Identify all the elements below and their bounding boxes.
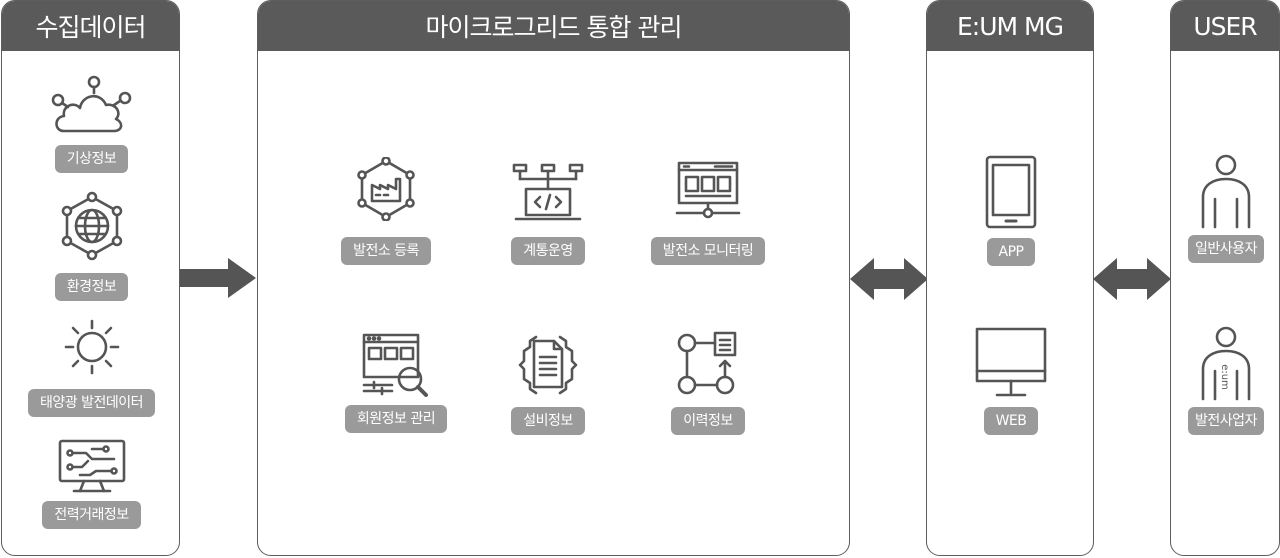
eum-mg-title: E:UM MG [927, 1, 1093, 51]
weather-info-label: 기상정보 [54, 145, 129, 173]
grid-operation-label: 계통운영 [511, 237, 585, 265]
double-arrow-icon [1093, 258, 1171, 300]
power-producer-label: 발전사업자 [1188, 407, 1264, 435]
app-item: APP [927, 155, 1093, 266]
web-item: WEB [927, 327, 1093, 435]
general-user-label: 일반사용자 [1188, 235, 1264, 263]
power-trade-label: 전력거래정보 [42, 501, 141, 529]
general-user-item: 일반사용자 [1171, 153, 1279, 263]
browser-search-icon [360, 331, 432, 399]
power-trade-item: 전력거래정보 [2, 437, 179, 529]
right-arrow-icon [180, 258, 256, 298]
member-info-item: 회원정보 관리 [326, 331, 466, 433]
environment-info-item: 환경정보 [2, 191, 179, 301]
user-title: USER [1171, 1, 1279, 51]
code-network-icon [508, 161, 588, 223]
document-gear-icon [516, 331, 580, 397]
collect-data-panel: 수집데이터 기상정보 환경정보 [1, 0, 180, 556]
collect-data-title: 수집데이터 [2, 1, 179, 51]
plant-monitoring-item: 발전소 모니터링 [636, 159, 780, 265]
desktop-monitor-icon [973, 327, 1049, 399]
environment-info-label: 환경정보 [54, 273, 129, 301]
facility-info-item: 설비정보 [478, 331, 618, 435]
cloud-network-icon [50, 73, 134, 135]
person-eum-icon: e:um [1199, 325, 1253, 401]
solar-data-item: 태양광 발전데이터 [2, 317, 179, 417]
person-icon [1199, 153, 1253, 229]
power-producer-item: e:um 발전사업자 [1171, 325, 1279, 435]
history-flow-icon [675, 331, 741, 397]
plant-monitoring-label: 발전소 모니터링 [650, 237, 766, 265]
history-info-label: 이력정보 [671, 407, 745, 435]
history-info-item: 이력정보 [638, 331, 778, 435]
circuit-monitor-icon [56, 437, 128, 495]
microgrid-title: 마이크로그리드 통합 관리 [258, 1, 849, 51]
eum-mg-panel: E:UM MG APP WEB [926, 0, 1094, 556]
sun-icon [60, 317, 124, 377]
factory-hex-icon [354, 157, 418, 221]
app-label: APP [986, 238, 1036, 266]
eum-badge-text: e:um [1219, 364, 1230, 390]
plant-register-label: 발전소 등록 [341, 237, 431, 265]
web-label: WEB [983, 407, 1039, 435]
weather-info-item: 기상정보 [2, 73, 179, 173]
facility-info-label: 설비정보 [511, 407, 585, 435]
globe-network-icon [57, 191, 127, 261]
member-info-label: 회원정보 관리 [344, 405, 448, 433]
grid-operation-item: 계통운영 [478, 161, 618, 265]
microgrid-panel: 마이크로그리드 통합 관리 발전소 등록 [257, 0, 850, 556]
double-arrow-icon [850, 258, 928, 300]
user-panel: USER 일반사용자 e:um 발전사업자 [1170, 0, 1280, 556]
tablet-icon [983, 155, 1039, 229]
plant-register-item: 발전소 등록 [316, 157, 456, 265]
monitor-dashboard-icon [675, 159, 741, 223]
solar-data-label: 태양광 발전데이터 [28, 389, 155, 417]
